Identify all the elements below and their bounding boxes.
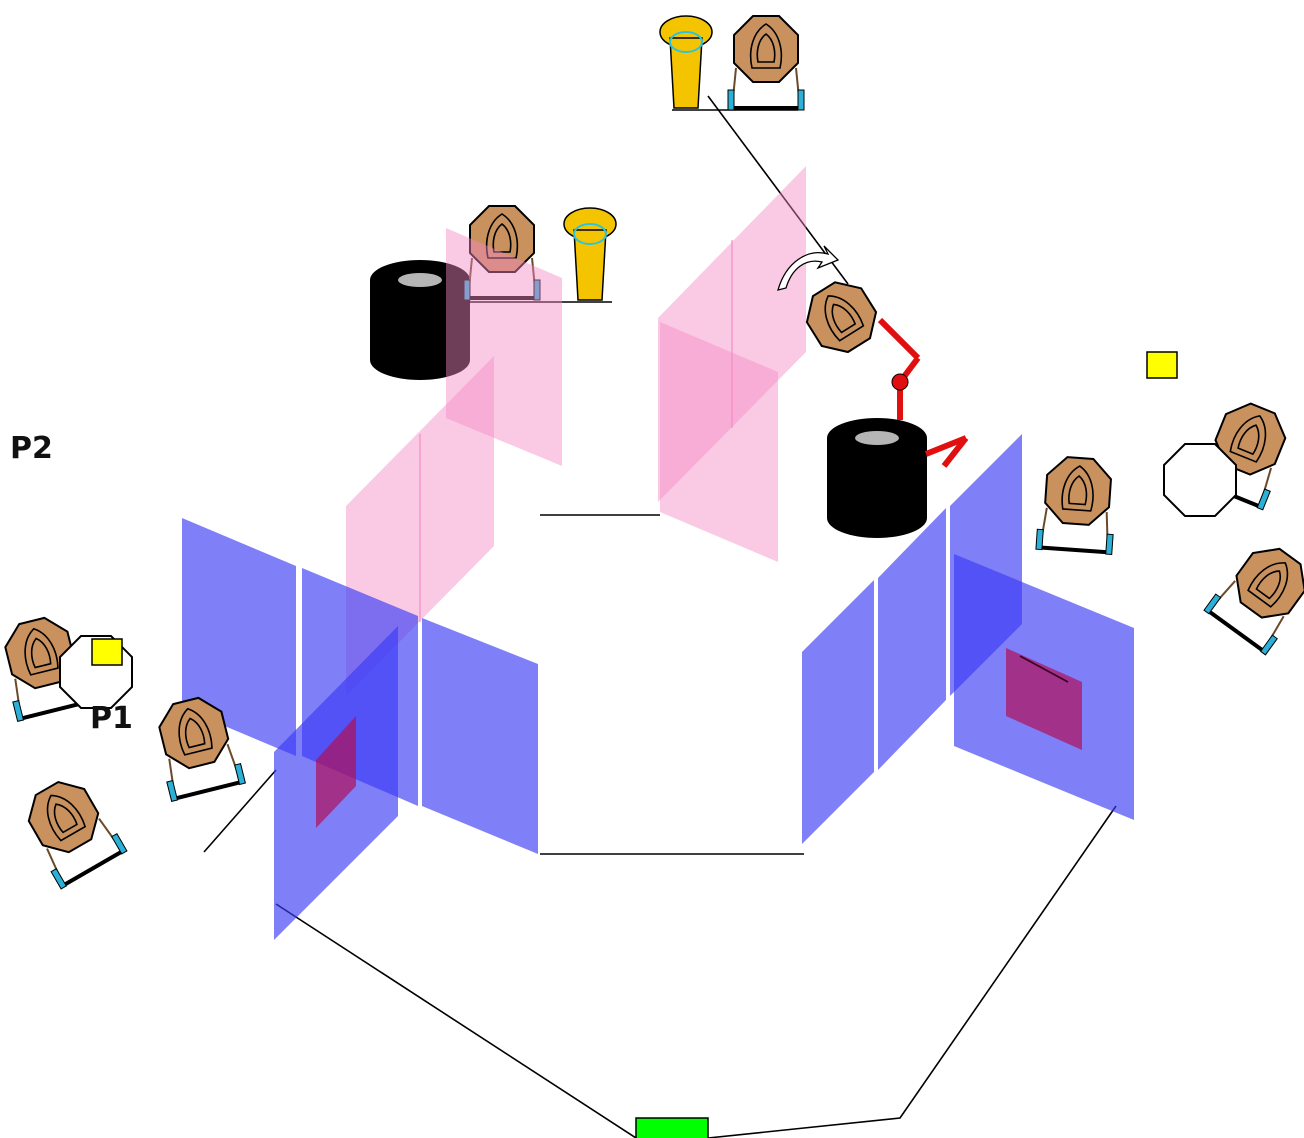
paper-target-icon — [1204, 534, 1304, 655]
fault-line — [276, 904, 636, 1138]
paper-target-icon — [728, 16, 804, 110]
fault-line — [708, 806, 1116, 1138]
pole-marker-icon — [660, 16, 712, 108]
blue-walls — [182, 434, 1134, 940]
yellow-marker-icon — [92, 639, 122, 665]
position-label-p2: P2 — [10, 434, 53, 464]
pole-marker-icon — [564, 208, 616, 300]
wall-panel — [422, 618, 538, 854]
start-position-icon[interactable] — [636, 1118, 708, 1138]
yellow-marker-icon — [1147, 352, 1177, 378]
paper-target-icon — [1036, 455, 1118, 554]
paper-target-icon — [14, 770, 127, 889]
barrel-stack-icon — [827, 418, 927, 538]
wall-panel — [802, 580, 874, 844]
wall-panel — [878, 508, 946, 770]
position-label-p1: P1 — [90, 704, 133, 734]
no-shoot-target-icon — [1164, 444, 1236, 516]
